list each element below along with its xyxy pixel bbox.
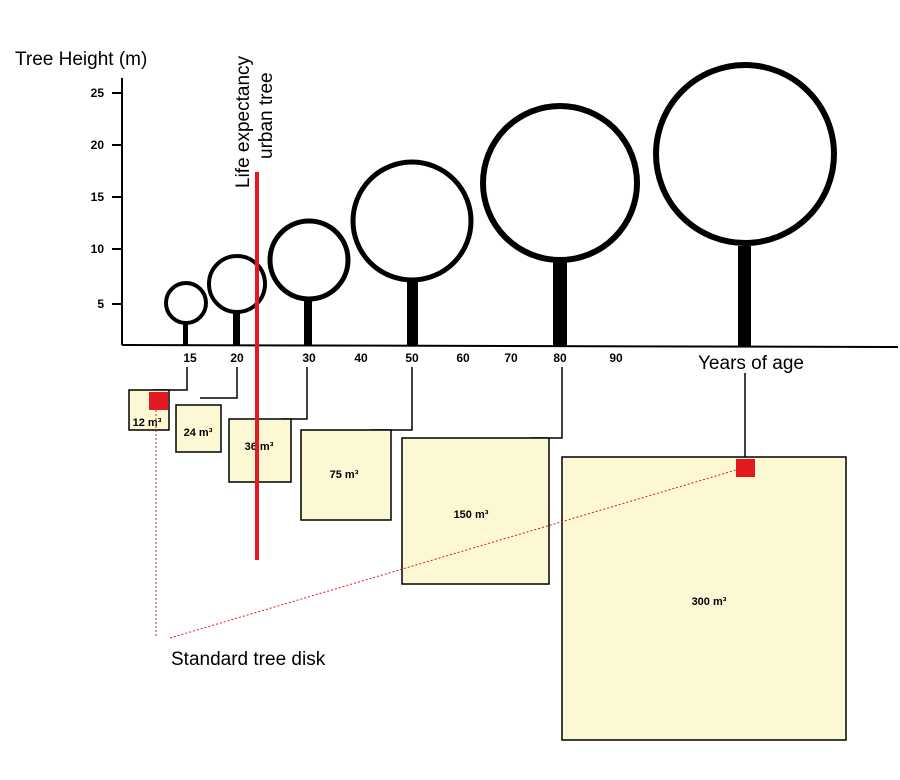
tree-80 xyxy=(480,103,640,346)
x-tick-label: 20 xyxy=(230,351,244,365)
connector-line xyxy=(153,367,188,391)
tree-trunk xyxy=(183,322,188,345)
tree-trunk xyxy=(407,282,418,345)
disk-24 xyxy=(175,404,222,453)
disk-75 xyxy=(300,429,392,521)
pointer-line xyxy=(169,469,737,639)
connector-line xyxy=(530,367,563,439)
tree-100 xyxy=(653,62,837,346)
standard-disk-marker xyxy=(149,392,168,410)
disk-label: 36 m³ xyxy=(245,441,274,453)
life-expectancy-line1: Life expectancy xyxy=(233,55,254,188)
tree-50 xyxy=(350,159,474,345)
x-tick-label: 90 xyxy=(609,351,623,365)
y-tick-label: 15 xyxy=(91,190,105,204)
x-tick-label: 30 xyxy=(302,351,316,365)
tree-crown xyxy=(267,218,351,302)
tree-crown xyxy=(350,159,474,283)
tree-trunk xyxy=(233,312,240,345)
standard-disk-label: Standard tree disk xyxy=(171,649,326,670)
disk-label: 300 m³ xyxy=(692,596,727,608)
life-expectancy-label: Life expectancy urban tree xyxy=(233,55,277,188)
x-tick-label: 60 xyxy=(456,351,470,365)
y-tick-label: 25 xyxy=(91,86,105,100)
tree-crown xyxy=(480,103,640,263)
x-ticks: 15 20 30 40 50 60 70 80 90 xyxy=(183,351,623,365)
standard-disk-markers xyxy=(149,392,755,639)
x-tick-label: 80 xyxy=(553,351,567,365)
tree-trunk xyxy=(553,260,567,346)
standard-disk-marker xyxy=(736,459,755,477)
tree-15 xyxy=(164,281,208,345)
tree-crown xyxy=(653,62,837,246)
y-tick-label: 5 xyxy=(97,297,104,311)
disk-150 xyxy=(401,437,550,585)
y-tick-label: 20 xyxy=(91,138,105,152)
x-tick-label: 70 xyxy=(504,351,518,365)
disk-36 xyxy=(228,418,292,483)
connector-line xyxy=(200,367,238,399)
disk-label: 12 m³ xyxy=(133,417,162,429)
tree-crown xyxy=(207,254,267,314)
x-axis-line xyxy=(121,344,899,348)
life-expectancy-line2: urban tree xyxy=(256,72,277,159)
y-tick-label: 10 xyxy=(91,242,105,256)
tree-trunk xyxy=(738,246,751,346)
connector-line xyxy=(370,367,413,431)
x-axis-label: Years of age xyxy=(698,353,804,374)
y-ticks: 5 10 15 20 25 xyxy=(91,86,122,311)
tree-30 xyxy=(267,218,351,345)
disk-300 xyxy=(561,456,847,741)
x-tick-label: 40 xyxy=(354,351,368,365)
y-axis-label: Tree Height (m) xyxy=(15,49,147,70)
disk-label: 75 m³ xyxy=(330,469,359,481)
x-tick-label: 15 xyxy=(183,351,197,365)
disk-label: 150 m³ xyxy=(454,509,489,521)
disk-label: 24 m³ xyxy=(184,427,213,439)
tree-disks: 12 m³ 24 m³ 36 m³ 75 m³ 150 m³ 300 m³ xyxy=(128,389,847,741)
tree-trunk xyxy=(304,299,312,345)
x-tick-label: 50 xyxy=(405,351,419,365)
tree-crown xyxy=(164,281,208,325)
tree-20 xyxy=(207,254,267,345)
connector-line xyxy=(282,367,308,420)
